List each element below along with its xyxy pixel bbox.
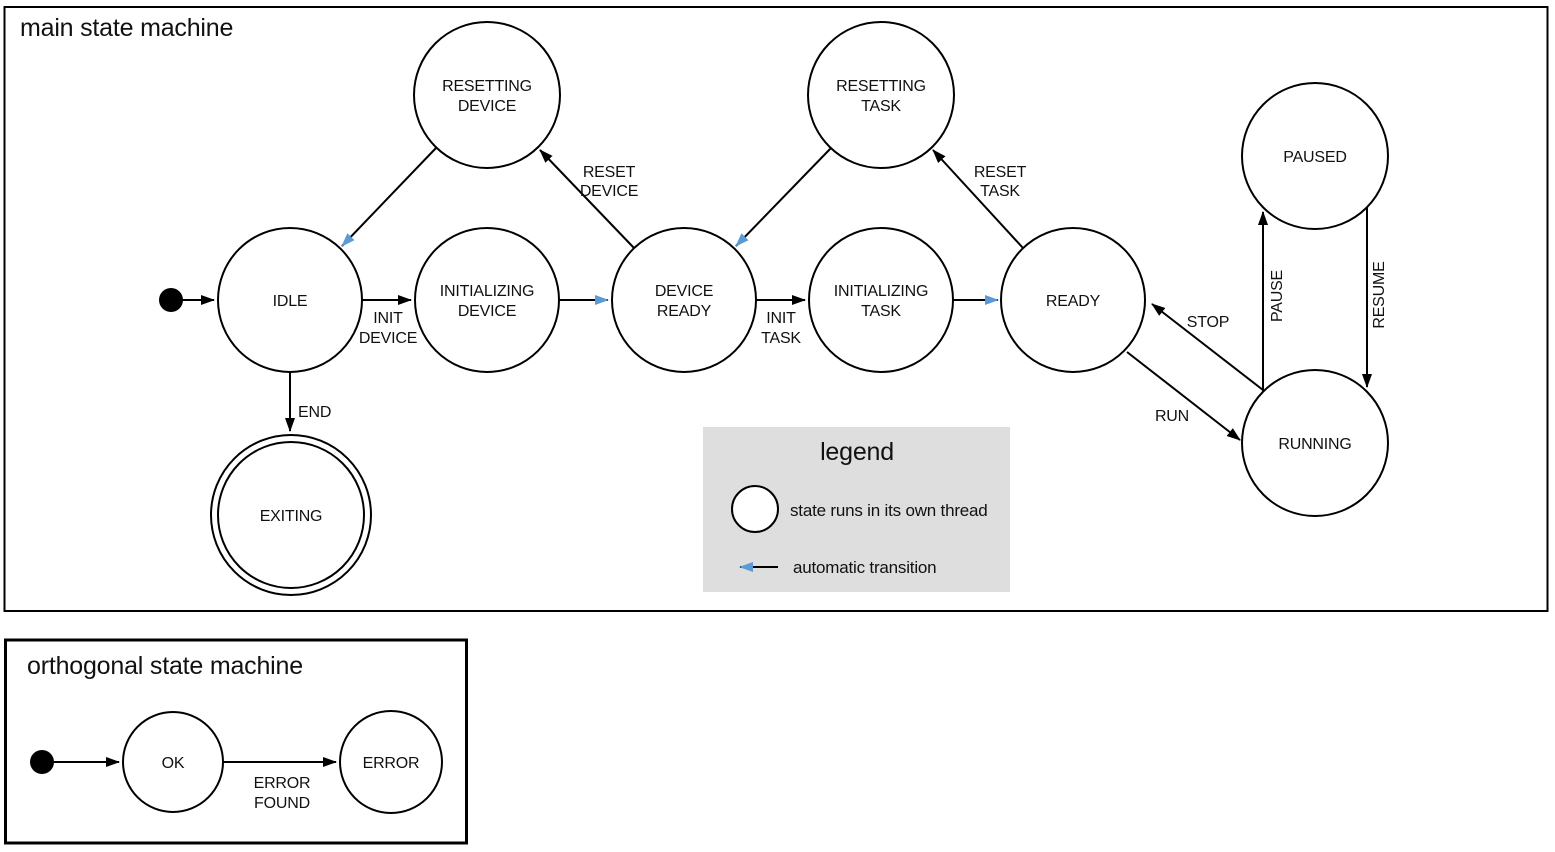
auto-transition-resetting-task-to-device-ready xyxy=(735,147,832,247)
main-frame-title: main state machine xyxy=(20,14,233,42)
state-initializing-task: INITIALIZING TASK xyxy=(808,227,954,373)
transition-label-reset-device: DEVICE xyxy=(580,183,638,200)
state-resetting-task-label: TASK xyxy=(861,98,901,115)
state-paused-circle xyxy=(1241,82,1389,230)
state-error-circle xyxy=(339,710,443,814)
state-device-ready-label: READY xyxy=(657,303,712,320)
transition-label-init-task: TASK xyxy=(761,330,801,347)
state-exiting-inner-circle xyxy=(217,441,365,589)
state-initializing-task-circle xyxy=(808,227,954,373)
legend-auto-transition-label: automatic transition xyxy=(793,558,936,577)
transition-label-pause: PAUSE xyxy=(1269,270,1286,322)
state-initializing-device-circle xyxy=(414,227,560,373)
transition-label-reset-task: TASK xyxy=(980,183,1020,200)
transition-label-run: RUN xyxy=(1155,408,1189,425)
state-idle-label: IDLE xyxy=(273,293,308,310)
state-running-circle xyxy=(1241,369,1389,517)
state-resetting-device-label: DEVICE xyxy=(458,98,516,115)
state-initializing-device-label: DEVICE xyxy=(458,303,516,320)
state-exiting-label: EXITING xyxy=(260,508,323,525)
transition-label-resume: RESUME xyxy=(1371,261,1388,328)
state-resetting-device-label: RESETTING xyxy=(442,78,532,95)
transition-label-error-found: FOUND xyxy=(254,795,310,812)
legend-thread-state-label: state runs in its own thread xyxy=(790,501,988,520)
state-running-label: RUNNING xyxy=(1278,436,1351,453)
state-error-label: ERROR xyxy=(363,755,420,772)
transition-label-init-task: INIT xyxy=(766,310,796,327)
state-device-ready-label: DEVICE xyxy=(655,283,713,300)
state-idle-circle xyxy=(217,227,363,373)
transition-ready-to-running xyxy=(1126,351,1241,441)
legend: legend state runs in its own thread auto… xyxy=(703,427,1010,592)
state-device-ready-circle xyxy=(611,227,757,373)
transition-label-reset-device: RESET xyxy=(583,164,636,181)
state-error: ERROR xyxy=(339,710,443,814)
initial-state-dot xyxy=(159,288,183,312)
orthogonal-frame-title: orthogonal state machine xyxy=(27,652,303,680)
state-initializing-task-label: INITIALIZING xyxy=(834,283,929,300)
transition-label-error-found: ERROR xyxy=(254,775,311,792)
orthogonal-initial-state-dot xyxy=(30,750,54,774)
state-ready: READY xyxy=(1000,227,1146,373)
orthogonal-state-machine-frame: orthogonal state machine OK ERROR FOUND … xyxy=(4,638,468,845)
transition-label-init-device: DEVICE xyxy=(359,330,417,347)
state-running: RUNNING xyxy=(1241,369,1389,517)
main-state-machine-frame: main state machine xyxy=(3,6,1549,612)
state-paused: PAUSED xyxy=(1241,82,1389,230)
state-resetting-task-label: RESETTING xyxy=(836,78,926,95)
auto-transition-resetting-device-to-idle xyxy=(341,147,437,247)
state-ready-label: READY xyxy=(1046,293,1101,310)
main-states: IDLE RESETTING DEVICE INITIALIZING DEVIC… xyxy=(159,21,1389,596)
transition-ready-to-resetting-task xyxy=(932,149,1024,249)
state-resetting-device-circle xyxy=(413,21,561,169)
main-transition-labels: INIT DEVICE RESET DEVICE INIT TASK RESET… xyxy=(298,164,1388,425)
state-device-ready: DEVICE READY xyxy=(611,227,757,373)
transition-label-stop: STOP xyxy=(1187,314,1229,331)
legend-title: legend xyxy=(820,438,894,466)
legend-thread-state-icon xyxy=(731,485,779,533)
state-ready-circle xyxy=(1000,227,1146,373)
state-idle: IDLE xyxy=(217,227,363,373)
transition-device-ready-to-resetting-device xyxy=(539,149,635,249)
transition-label-reset-task: RESET xyxy=(974,164,1027,181)
state-initializing-device-label: INITIALIZING xyxy=(440,283,535,300)
state-paused-label: PAUSED xyxy=(1283,149,1346,166)
state-resetting-task: RESETTING TASK xyxy=(807,21,955,169)
state-ok-label: OK xyxy=(162,755,185,772)
state-resetting-task-circle xyxy=(807,21,955,169)
transition-label-init-device: INIT xyxy=(373,310,403,327)
main-transitions xyxy=(183,147,1372,441)
transition-label-end: END xyxy=(298,404,331,421)
state-initializing-task-label: TASK xyxy=(861,303,901,320)
transition-running-to-ready xyxy=(1151,303,1264,391)
state-ok: OK xyxy=(122,711,224,813)
state-initializing-device: INITIALIZING DEVICE xyxy=(414,227,560,373)
state-exiting-final: EXITING xyxy=(210,434,372,596)
state-resetting-device: RESETTING DEVICE xyxy=(413,21,561,169)
